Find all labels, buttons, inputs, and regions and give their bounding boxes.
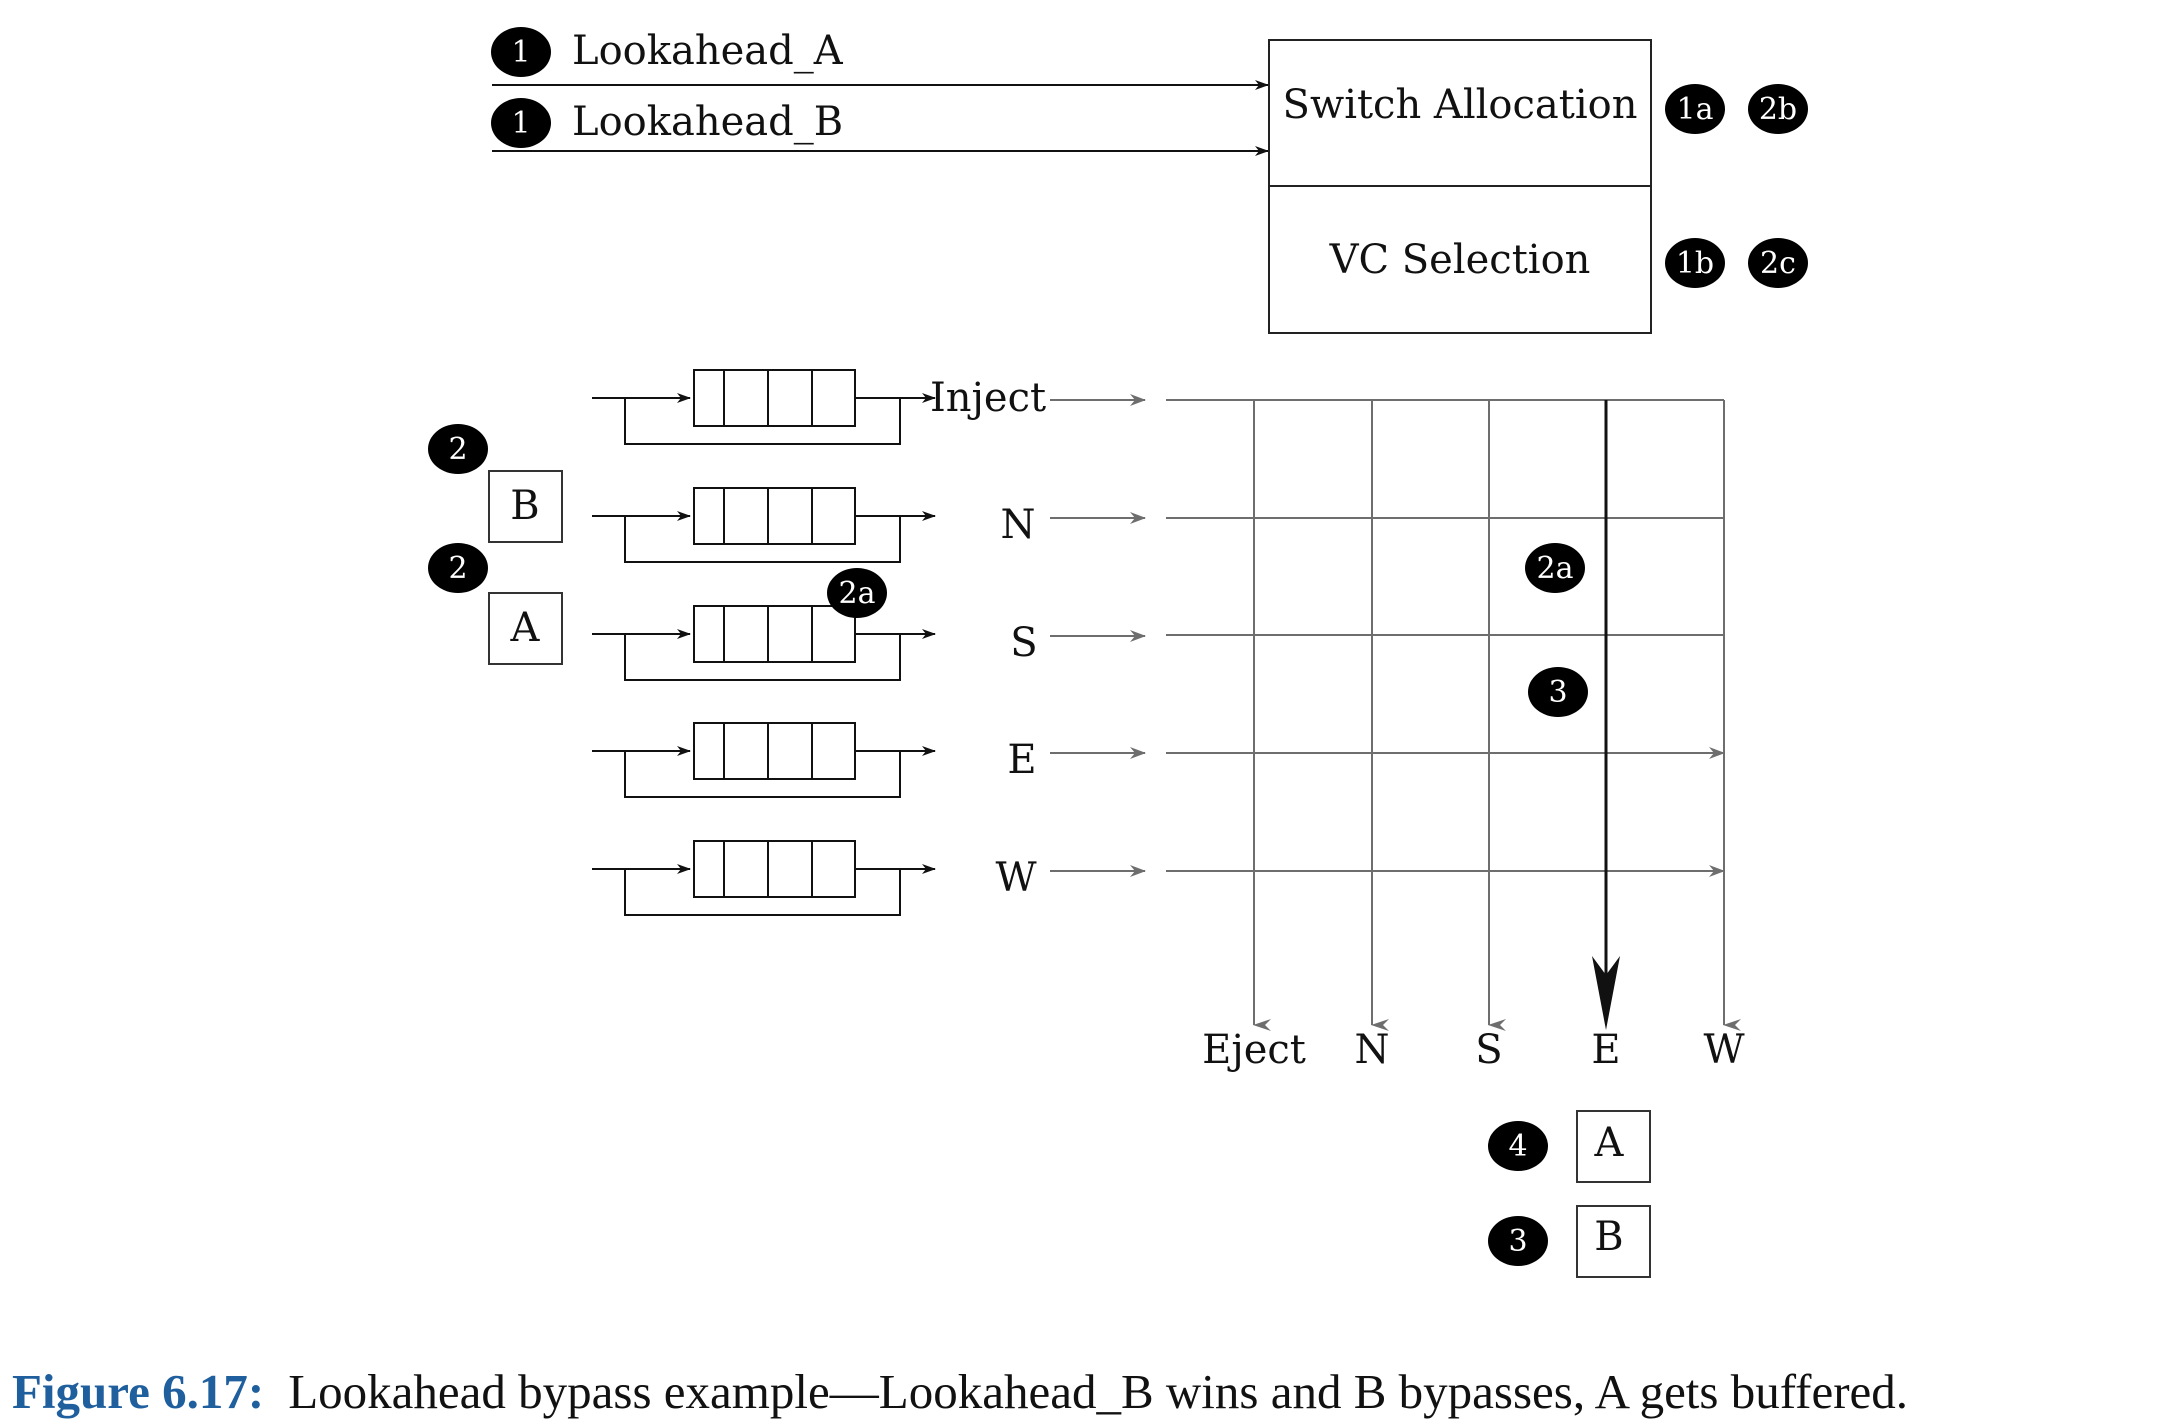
input-port-w: W [592,840,1146,916]
step-badge-text: 2a [1537,551,1574,586]
switch-allocation-label: Switch Allocation [1283,82,1638,128]
caption-body: Lookahead bypass example—Lookahead_B win… [288,1364,1908,1419]
lookahead-a-label: Lookahead_A [572,28,844,74]
step-badge-text: 1a [1677,92,1714,127]
flit-b-label: B [510,483,539,529]
bypass-loop-wire [624,751,901,798]
bypass-loop-wire [624,634,901,681]
input-port-label: N [1001,502,1036,548]
flit-a-label: A [510,605,541,651]
step-badge [1525,543,1585,593]
caption-text: Figure 6.17: Lookahead bypass example—Loo… [12,1364,1908,1419]
bypass-loop-wire [624,869,901,916]
allocator-block: Switch Allocation VC Selection 1a 2b 1b … [1268,39,1808,334]
step-badge [1748,84,1808,134]
figure-caption: Figure 6.17: Lookahead bypass example—Loo… [12,1364,1908,1419]
output-port-label-eject: Eject [1202,1027,1306,1073]
input-port-label: Inject [930,375,1046,421]
caption-label: Figure 6.17: [12,1364,264,1419]
step-badge-text: 3 [1508,1224,1527,1259]
output-port-label-s: S [1475,1027,1502,1073]
step-badge-text: 4 [1508,1129,1527,1164]
output-port-label-n: N [1355,1027,1390,1073]
lookahead-signals: 1 Lookahead_A 1 Lookahead_B [491,27,1269,156]
input-port-label: S [1010,620,1037,666]
flit-a-out-box [1576,1110,1651,1183]
step-badge-text: 3 [1548,675,1567,710]
lookahead-b: 1 Lookahead_B [491,98,1269,156]
step-badge [491,98,551,148]
lookahead-a: 1 Lookahead_A [491,27,1269,90]
buffer-badge: 2a [827,568,887,618]
step-badge-text: 2 [448,551,467,586]
input-port-n: N [592,487,1146,563]
output-port-label-w: W [1703,1027,1744,1073]
output-ports: Eject N S E W [1202,1027,1744,1073]
input-port-s: S [592,605,1146,681]
input-port-e: E [592,722,1146,798]
input-buffer [693,605,856,663]
output-port-label-e: E [1591,1027,1620,1073]
step-badge-text: 2a [839,576,876,611]
vc-selection-box [1268,185,1652,334]
step-badge [1665,84,1725,134]
input-port-inject: Inject [592,369,1146,445]
step-badge [491,27,551,77]
step-badge [827,568,887,618]
step-badge [428,424,488,474]
flit-b-out-box [1576,1205,1651,1278]
input-port-label: W [995,855,1036,901]
step-badge [1488,1121,1548,1171]
outgoing-flits: 4 A 3 B [1488,1110,1651,1278]
crossbar-badges: 2a 3 [1525,543,1588,717]
step-badge-text: 2c [1760,246,1796,281]
bypass-loop-wire [624,516,901,563]
input-buffer [693,487,856,545]
crossbar [1166,399,1741,1031]
lookahead-b-label: Lookahead_B [572,99,843,145]
incoming-flits: 2 B 2 A [428,424,563,665]
step-badge [428,543,488,593]
flit-b-box [488,470,563,543]
flit-b-out-label: B [1594,1214,1623,1260]
step-badge [1748,238,1808,288]
step-badge [1528,667,1588,717]
step-badge-text: 2 [448,432,467,467]
step-badge-text: 1 [511,35,530,70]
step-badge [1665,238,1725,288]
vc-selection-label: VC Selection [1329,237,1591,283]
input-buffer [693,369,856,427]
step-badge-text: 2b [1759,92,1797,127]
input-port-label: E [1007,737,1036,783]
input-buffer [693,722,856,780]
flit-a-box [488,592,563,665]
flit-a-out-label: A [1594,1120,1625,1166]
switch-allocation-box [1268,39,1652,187]
input-buffer [693,840,856,898]
step-badge [1488,1216,1548,1266]
step-badge-text: 1 [511,106,530,141]
bypass-arrowhead [1592,956,1620,1030]
bypass-loop-wire [624,398,901,445]
step-badge-text: 1b [1676,246,1714,281]
